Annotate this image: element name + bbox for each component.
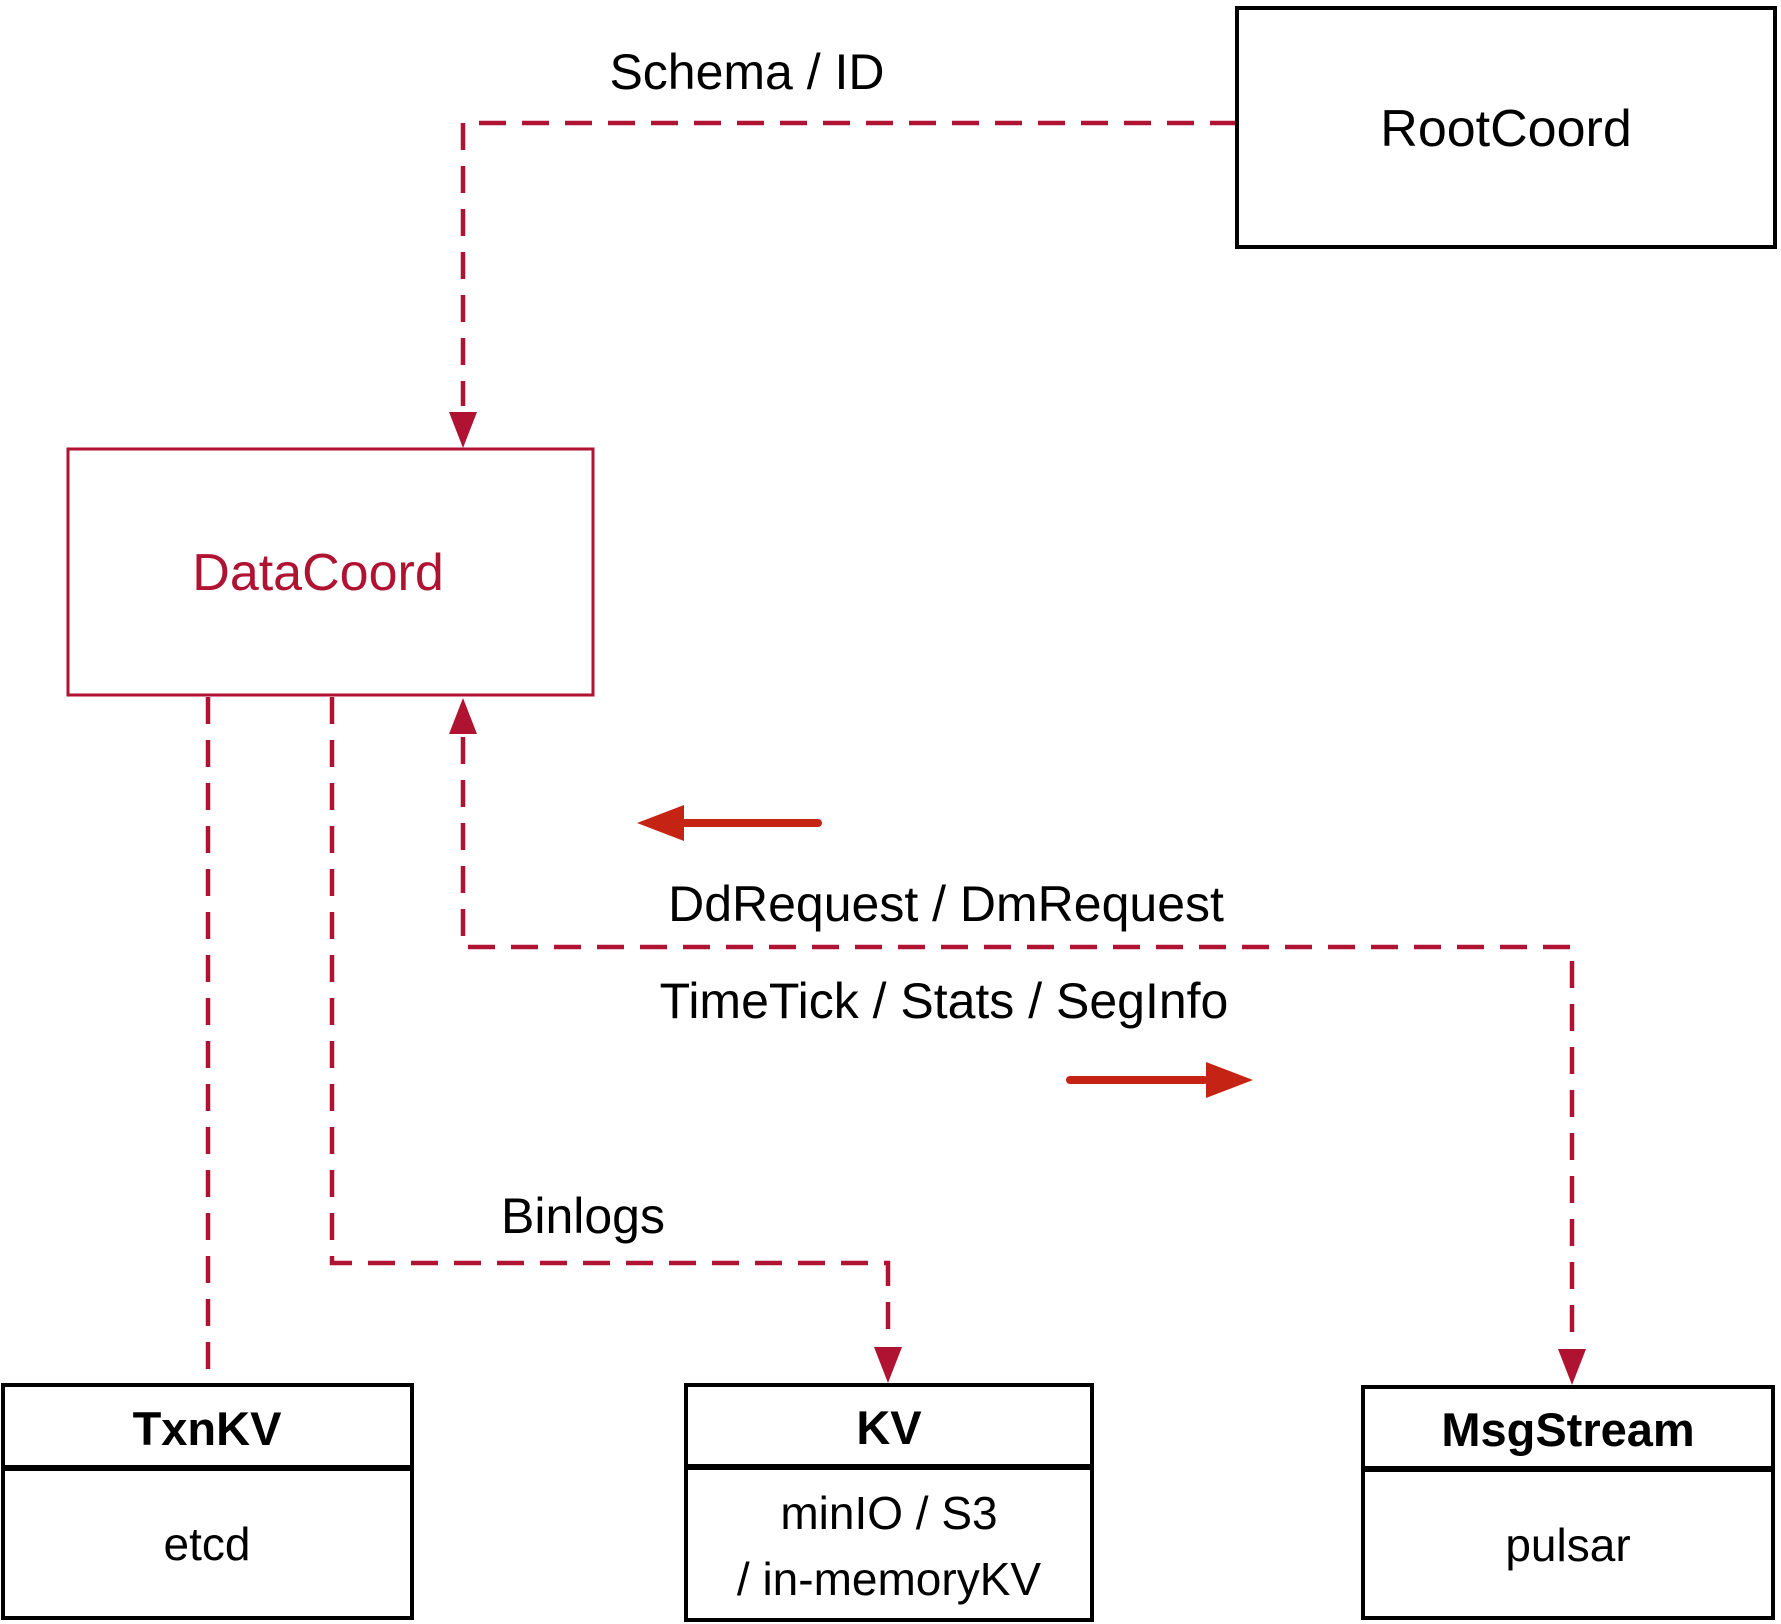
node-msgstream-box — [1361, 1385, 1775, 1620]
node-kv-title: KV — [856, 1401, 922, 1454]
arrowhead-down-icon — [449, 412, 477, 448]
node-msgstream-body: pulsar — [1505, 1519, 1630, 1571]
node-rootcoord: RootCoord — [1235, 6, 1777, 249]
edge-schema-id: Schema / ID — [449, 44, 1237, 448]
node-kv-box — [684, 1383, 1094, 1622]
arrowhead-down-icon — [1558, 1349, 1586, 1385]
node-rootcoord-box — [1235, 6, 1777, 249]
node-kv-body-line2: / in-memoryKV — [737, 1553, 1041, 1605]
direction-left-arrow-icon — [637, 805, 822, 841]
right-arrow-head — [1206, 1062, 1253, 1098]
arrowhead-down-icon — [874, 1347, 902, 1383]
edge-binlogs-line — [329, 697, 891, 1345]
node-datacoord-label: DataCoord — [192, 544, 443, 602]
left-arrow-head — [637, 805, 684, 841]
node-kv-body-line1: minIO / S3 — [780, 1487, 997, 1539]
edge-schema-id-line — [460, 120, 1237, 406]
edge-binlogs-label: Binlogs — [501, 1188, 665, 1244]
edge-msgstream-datacoord-line — [460, 737, 1575, 1345]
edge-schema-id-label: Schema / ID — [609, 44, 884, 100]
edge-ddrequest-label: DdRequest / DmRequest — [668, 876, 1224, 932]
node-datacoord: DataCoord — [66, 447, 595, 697]
node-txnkv-body: etcd — [164, 1518, 251, 1570]
node-msgstream: MsgStream pulsar — [1361, 1385, 1775, 1620]
arrowhead-up-icon — [449, 698, 477, 734]
edge-msgstream-datacoord: DdRequest / DmRequest TimeTick / Stats /… — [449, 698, 1586, 1385]
node-txnkv: TxnKV etcd — [1, 1383, 414, 1620]
edge-timetick-label: TimeTick / Stats / SegInfo — [660, 973, 1229, 1029]
node-msgstream-title: MsgStream — [1441, 1403, 1694, 1456]
node-datacoord-box — [66, 447, 595, 697]
edge-binlogs: Binlogs — [329, 697, 902, 1383]
direction-right-arrow-icon — [1066, 1062, 1253, 1098]
node-txnkv-box — [1, 1383, 414, 1620]
node-txnkv-title: TxnKV — [133, 1402, 283, 1455]
node-kv: KV minIO / S3 / in-memoryKV — [684, 1383, 1094, 1622]
node-rootcoord-label: RootCoord — [1380, 100, 1631, 158]
